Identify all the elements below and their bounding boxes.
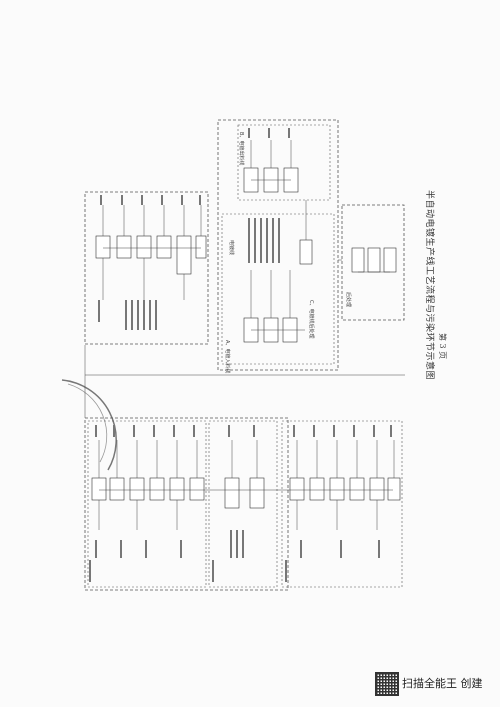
right-flow-lines	[102, 140, 307, 331]
qr-code-icon	[375, 672, 399, 696]
left-process-boxes	[91, 477, 401, 509]
label-plating-c: C、电镀线后处理	[308, 300, 314, 339]
page-number: 第 3 页	[438, 333, 447, 360]
label-post-treatment: 后处理	[345, 292, 351, 308]
left-text-blocks	[89, 425, 392, 582]
scanner-watermark: 扫描全能王 创建	[402, 677, 483, 690]
post-treatment-region	[341, 204, 405, 321]
label-plating-b: B、电镀出料线	[238, 132, 244, 166]
right-upper-region	[84, 119, 339, 371]
label-plating-top: 电镀线	[228, 240, 234, 256]
left-region	[84, 417, 403, 591]
diagram-caption: 半自动电镀生产线工艺流程与污染环节示意图	[424, 190, 434, 381]
right-text-blocks	[98, 128, 290, 330]
official-seal	[61, 379, 117, 471]
label-plating-a: A、电镀入料线	[224, 340, 230, 374]
left-flow-lines	[98, 440, 395, 530]
connector-lines	[84, 259, 405, 418]
